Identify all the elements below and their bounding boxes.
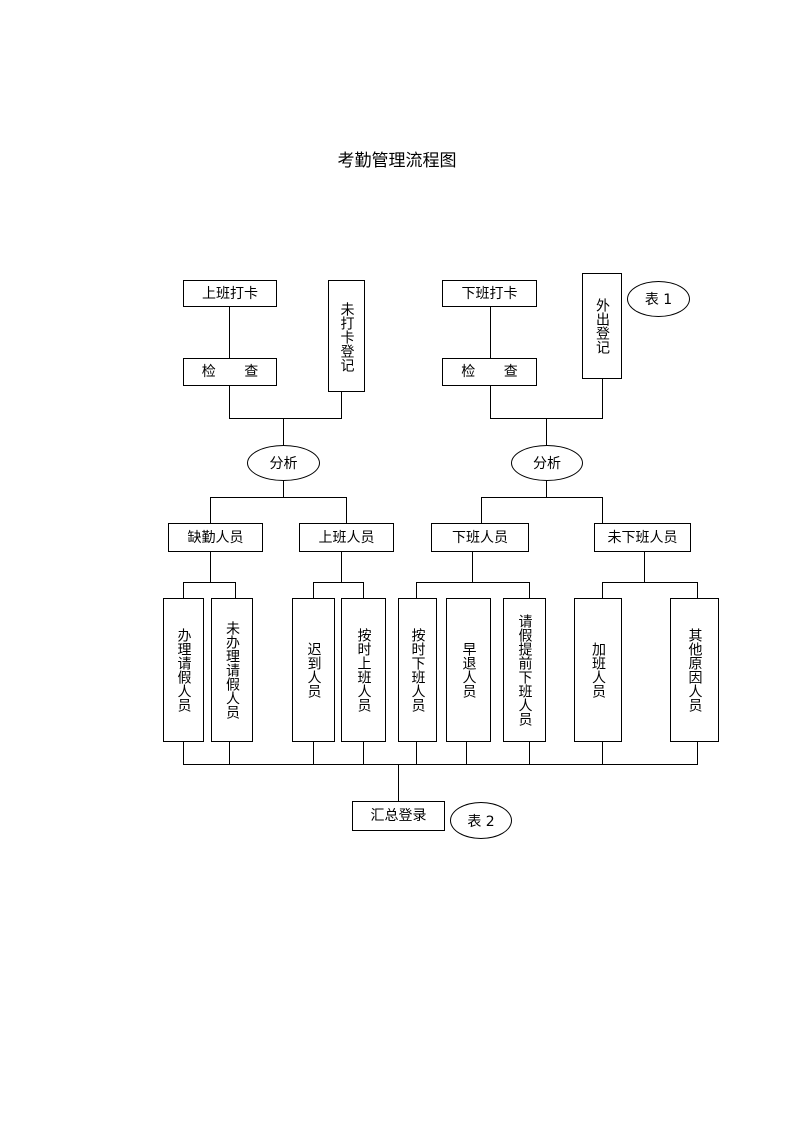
connector-analysis-left-split	[210, 481, 284, 523]
connector-onduty-split	[313, 552, 342, 598]
unpunched-register-box: 未打卡登记	[328, 280, 365, 392]
leave-unprocessed-label: 未办理请假人员	[224, 621, 240, 719]
leave-unprocessed-box: 未办理请假人员	[211, 598, 253, 742]
checkout-check-box: 检 查	[442, 358, 537, 386]
on-time-in-box: 按时上班人员	[341, 598, 386, 742]
form1-oval: 表 1	[627, 281, 690, 317]
late-box: 迟到人员	[292, 598, 335, 742]
connector-notoff-split	[602, 552, 645, 598]
on-time-in-label: 按时上班人员	[355, 628, 372, 712]
on-time-out-label: 按时下班人员	[409, 628, 426, 712]
connector-bottom-bus	[183, 742, 698, 765]
early-leave-approved-label: 请假提前下班人员	[516, 614, 533, 726]
page-title: 考勤管理流程图	[337, 151, 457, 171]
analysis-right-oval: 分析	[511, 445, 583, 481]
outside-register-box: 外出登记	[582, 273, 622, 379]
form2-oval: 表 2	[450, 802, 512, 839]
on-duty-staff-box: 上班人员	[299, 523, 394, 552]
connector-analysis-right-split	[481, 481, 547, 523]
other-reason-label: 其他原因人员	[686, 628, 703, 712]
off-duty-staff-box: 下班人员	[431, 523, 529, 552]
checkout-punch-box: 下班打卡	[442, 280, 537, 307]
unpunched-register-label: 未打卡登记	[338, 302, 355, 372]
checkin-punch-box: 上班打卡	[183, 280, 277, 307]
connector-absent-split	[183, 552, 211, 598]
connector-offduty-split	[416, 552, 473, 598]
overtime-box: 加班人员	[574, 598, 622, 742]
early-leave-box: 早退人员	[446, 598, 491, 742]
leave-processed-label: 办理请假人员	[175, 628, 192, 712]
connector-checkin-merge	[229, 386, 342, 419]
analysis-left-oval: 分析	[247, 445, 320, 481]
outside-register-label: 外出登记	[594, 298, 610, 354]
not-off-duty-staff-box: 未下班人员	[594, 523, 691, 552]
leave-processed-box: 办理请假人员	[163, 598, 204, 742]
summary-login-box: 汇总登录	[352, 801, 445, 831]
early-leave-approved-box: 请假提前下班人员	[503, 598, 546, 742]
overtime-label: 加班人员	[590, 642, 606, 698]
on-time-out-box: 按时下班人员	[398, 598, 437, 742]
early-leave-label: 早退人员	[460, 642, 477, 698]
absent-staff-box: 缺勤人员	[168, 523, 263, 552]
other-reason-box: 其他原因人员	[670, 598, 719, 742]
late-label: 迟到人员	[305, 642, 322, 698]
checkin-check-box: 检 查	[183, 358, 277, 386]
